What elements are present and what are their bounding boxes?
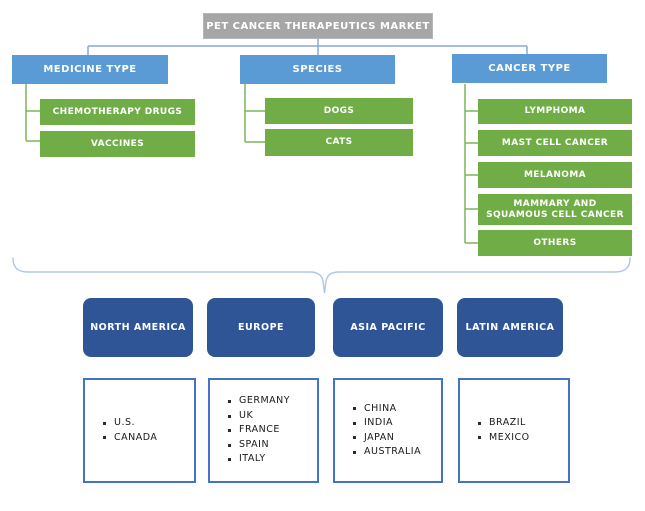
bullet-icon — [228, 429, 231, 432]
brace-icon — [12, 257, 631, 294]
country-item: U.S. — [103, 416, 157, 431]
country-label: BRAZIL — [489, 417, 526, 428]
region-latin-america: LATIN AMERICA — [457, 298, 563, 357]
item-vaccines: VACCINES — [40, 131, 195, 157]
country-label: CANADA — [114, 431, 158, 443]
bullet-icon — [103, 436, 106, 440]
bullet-icon — [353, 421, 356, 425]
bullet-icon — [228, 400, 231, 403]
country-item: INDIA — [353, 416, 421, 431]
country-label: ITALY — [239, 453, 266, 465]
country-label: CHINA — [364, 402, 397, 414]
segment-bracket-lines — [25, 84, 478, 244]
country-label: UK — [239, 409, 254, 421]
bullet-icon — [478, 436, 481, 440]
country-item: JAPAN — [353, 431, 421, 446]
segment-header-cancer-type: CANCER TYPE — [452, 54, 607, 83]
country-list: U.S. CANADA — [85, 416, 159, 445]
country-list-asia-pacific: CHINA INDIA JAPAN AUSTRALIA — [333, 378, 443, 483]
bullet-icon — [228, 443, 231, 447]
country-item: MEXICO — [478, 431, 530, 446]
country-item: UK — [228, 409, 290, 424]
bullet-icon — [228, 414, 231, 418]
country-label: FRANCE — [239, 424, 280, 436]
item-cats: CATS — [265, 129, 413, 156]
segment-header-medicine-type: MEDICINE TYPE — [12, 55, 168, 84]
country-label: AUSTRALIA — [364, 446, 422, 457]
bullet-icon — [353, 436, 356, 440]
item-chemotherapy-drugs: CHEMOTHERAPY DRUGS — [40, 99, 195, 125]
country-item: CANADA — [103, 431, 157, 446]
country-label: U.S. — [114, 417, 136, 428]
segment-header-species: SPECIES — [240, 55, 395, 84]
item-mammary-squamous-cell-cancer: MAMMARY AND SQUAMOUS CELL CANCER — [478, 194, 632, 225]
country-label: MEXICO — [489, 431, 530, 443]
country-list-europe: GERMANY UK FRANCE SPAIN ITALY — [208, 378, 319, 483]
country-list: CHINA INDIA JAPAN AUSTRALIA — [335, 402, 423, 460]
country-item: ITALY — [228, 452, 290, 467]
country-label: INDIA — [364, 417, 394, 428]
bullet-icon — [353, 450, 356, 454]
bullet-icon — [103, 421, 106, 425]
country-label: JAPAN — [364, 431, 395, 443]
country-item: FRANCE — [228, 423, 290, 438]
country-list-north-america: U.S. CANADA — [83, 378, 196, 483]
item-mast-cell-cancer: MAST CELL CANCER — [478, 130, 632, 156]
country-item: CHINA — [353, 402, 421, 417]
country-item: AUSTRALIA — [353, 445, 421, 460]
country-label: SPAIN — [239, 438, 270, 450]
bullet-icon — [353, 407, 356, 411]
country-item: BRAZIL — [478, 416, 530, 431]
region-asia-pacific: ASIA PACIFIC — [333, 298, 443, 357]
country-list-latin-america: BRAZIL MEXICO — [458, 378, 570, 483]
country-list: GERMANY UK FRANCE SPAIN ITALY — [210, 394, 292, 467]
bullet-icon — [478, 421, 481, 425]
item-lymphoma: LYMPHOMA — [478, 99, 632, 124]
tree-connector-lines — [87, 39, 528, 56]
country-item: SPAIN — [228, 438, 290, 453]
item-others: OTHERS — [478, 230, 632, 256]
diagram-title: PET CANCER THERAPEUTICS MARKET — [203, 13, 433, 39]
country-label: GERMANY — [239, 395, 291, 407]
item-dogs: DOGS — [265, 98, 413, 124]
bullet-icon — [228, 458, 231, 461]
region-north-america: NORTH AMERICA — [83, 298, 193, 357]
country-item: GERMANY — [228, 394, 290, 409]
item-melanoma: MELANOMA — [478, 162, 632, 188]
region-europe: EUROPE — [207, 298, 315, 357]
country-list: BRAZIL MEXICO — [460, 416, 532, 445]
